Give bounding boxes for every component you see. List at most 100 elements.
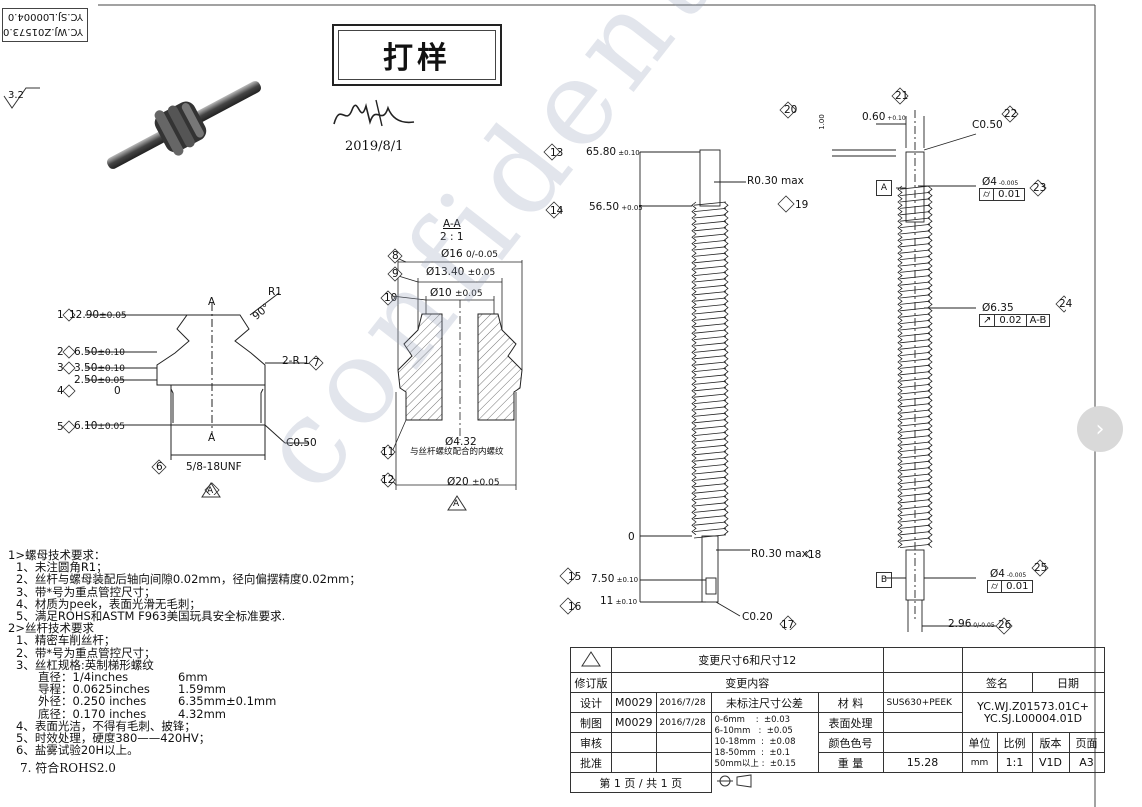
shaft-radius-bottom: R0.30 max bbox=[751, 548, 808, 560]
drawing-label: 制图 bbox=[570, 712, 612, 733]
thread-crest bbox=[899, 262, 931, 267]
section-scale: 2 : 1 bbox=[440, 231, 464, 243]
thread-crest bbox=[693, 400, 727, 404]
thread-crest bbox=[693, 310, 727, 315]
thread-crest bbox=[693, 278, 727, 283]
section-balloon-12: 12 bbox=[381, 474, 395, 486]
section-balloon-8: 8 bbox=[392, 250, 399, 262]
nut-radius: R1 bbox=[268, 286, 282, 298]
thread-crest bbox=[899, 531, 931, 536]
tech-line: 4、表面光洁，不得有毛刺、披锋； bbox=[16, 718, 196, 733]
thread-crest bbox=[693, 259, 727, 264]
section-dim-d10: Ø10 ±0.05 bbox=[430, 287, 483, 299]
tech-line: 2、丝杆与螺母装配后轴向间隙0.02mm，径向偏摆精度0.02mm； bbox=[16, 572, 361, 587]
nut-balloon-4: 4 bbox=[57, 385, 64, 397]
thread-crest bbox=[693, 438, 727, 443]
page-value: A3 bbox=[1068, 752, 1105, 773]
thread-crest bbox=[693, 496, 727, 500]
thread-crest bbox=[693, 252, 727, 257]
shaft2-balloon-25: 25 bbox=[1034, 562, 1048, 574]
thread-crest bbox=[693, 368, 727, 372]
thread-crest bbox=[899, 467, 931, 472]
shaft-balloon-19: 19 bbox=[795, 199, 809, 211]
thread-crest bbox=[899, 486, 931, 491]
thread-crest bbox=[899, 428, 931, 433]
thread-crest bbox=[693, 425, 727, 430]
thread-crest bbox=[693, 240, 727, 244]
thread-crest bbox=[899, 307, 931, 312]
thread-crest bbox=[693, 233, 727, 238]
shaft2-d-top: Ø4 -0.005 bbox=[982, 176, 1019, 188]
shaft2-d-bot: Ø4 -0.005 bbox=[990, 568, 1027, 580]
design-date: 2016/7/28 bbox=[655, 692, 712, 713]
nut-balloon-2: 2 bbox=[57, 346, 64, 358]
thread-crest bbox=[899, 339, 931, 344]
thread-crest bbox=[693, 406, 727, 411]
thread-crest bbox=[899, 198, 931, 203]
section-dim-d20: Ø20 ±0.05 bbox=[447, 476, 500, 488]
stamp-date: 2019/8/1 bbox=[345, 139, 404, 154]
thread-crest bbox=[693, 265, 727, 270]
surface-label: 表面处理 bbox=[817, 712, 884, 733]
thread-crest bbox=[899, 249, 931, 254]
nut-dim-3-50: 3.50±0.10 bbox=[74, 362, 125, 374]
thread-crest bbox=[693, 272, 727, 276]
thread-crest bbox=[899, 499, 931, 504]
thread-crest bbox=[899, 288, 931, 292]
rev-content: 变更尺寸6和尺寸12 bbox=[611, 647, 884, 673]
thread-crest bbox=[693, 342, 727, 347]
thread-crest bbox=[693, 361, 727, 366]
thread-crest bbox=[899, 409, 931, 414]
tech-last-line: 7. 符合ROHS2.0 bbox=[20, 761, 116, 776]
thread-crest bbox=[693, 201, 727, 206]
shaft2-top-dim: 0.60 +0.10 bbox=[862, 111, 906, 123]
thread-crest bbox=[899, 204, 931, 209]
thread-crest bbox=[693, 304, 727, 308]
design-code: M0029 bbox=[611, 692, 657, 713]
version-value: V1D bbox=[1031, 752, 1070, 773]
thread-crest bbox=[693, 348, 727, 353]
thread-crest bbox=[693, 208, 727, 212]
section-inner-thread-note: 与丝杆螺纹配合的内螺纹 bbox=[410, 447, 504, 457]
shaft-dim-7-50: 7.50 ±0.10 bbox=[591, 573, 639, 585]
shaft-view-left bbox=[543, 143, 810, 630]
thread-crest bbox=[693, 489, 727, 494]
thread-crest bbox=[693, 316, 727, 321]
shaft-dim-56-50: 56.50 +0.05 bbox=[589, 201, 643, 213]
next-page-button[interactable]: › bbox=[1077, 406, 1123, 452]
scale-label: 比例 bbox=[996, 732, 1033, 753]
thread-crest bbox=[693, 336, 727, 340]
thread-crest bbox=[899, 294, 931, 299]
shaft2-balloon-22: 22 bbox=[1004, 108, 1018, 120]
shaft2-balloon-24: 24 bbox=[1059, 298, 1073, 310]
thread-crest bbox=[693, 387, 727, 392]
thread-crest bbox=[693, 451, 727, 456]
doc-number: YC.WJ.Z01573.0 YC.SJ.L00004.0 bbox=[2, 8, 88, 42]
tolerance-row: 10-18mm : ±0.08 bbox=[714, 737, 796, 747]
rev-mark-cell bbox=[570, 647, 612, 673]
nut-chamfer: C0.50 bbox=[286, 437, 317, 449]
nut-datum-triangle bbox=[201, 482, 221, 498]
projection-symbol-icon bbox=[716, 774, 751, 788]
shaft2-balloon-26: 26 bbox=[998, 619, 1012, 631]
weight-label: 重 量 bbox=[817, 752, 884, 773]
nut-datum-label: A bbox=[207, 486, 214, 496]
drawing-code: M0029 bbox=[611, 712, 657, 733]
nut-balloon-5: 5 bbox=[57, 421, 64, 433]
thread-crest bbox=[693, 470, 727, 475]
nut-section-mark-bottom: A bbox=[208, 432, 216, 444]
shaft-dim-65-80: 65.80 ±0.10 bbox=[586, 146, 640, 158]
section-balloon-10: 10 bbox=[384, 292, 398, 304]
unit-label: 单位 bbox=[961, 732, 998, 753]
tech-requirements: 1>螺母技术要求：1、未注圆角R1；2、丝杆与螺母装配后轴向间隙0.02mm，径… bbox=[8, 549, 361, 775]
thread-crest bbox=[899, 422, 931, 427]
section-dim-d4-32: Ø4.32 bbox=[445, 436, 477, 448]
title-block: 变更尺寸6和尺寸12 修订版 变更内容 签名 日期 设计 M0029 2016/… bbox=[570, 647, 1105, 793]
thread-crest bbox=[899, 505, 931, 510]
shaft2-balloon-20: 20 bbox=[784, 104, 798, 116]
thread-crest bbox=[899, 416, 931, 420]
drawing-date: 2016/7/28 bbox=[655, 712, 712, 733]
scale-value: 1:1 bbox=[996, 752, 1033, 773]
